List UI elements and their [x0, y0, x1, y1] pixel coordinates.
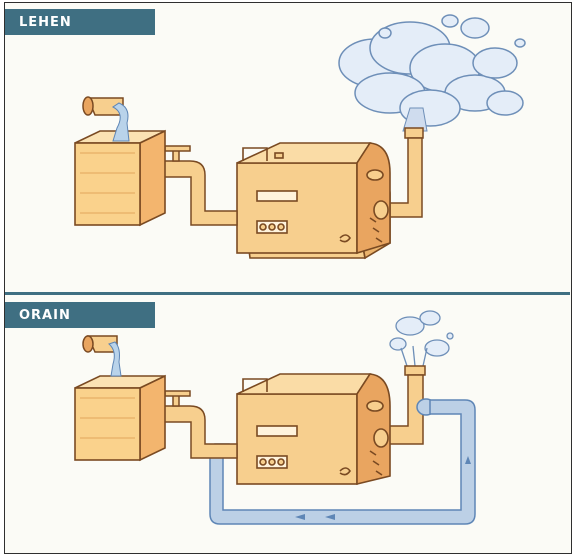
tap-icon-orain — [165, 391, 190, 406]
tap-icon — [165, 146, 190, 161]
panel-lehen: LEHEN — [5, 3, 570, 290]
steam-small — [390, 311, 453, 366]
panel-orain: ORAIN — [5, 296, 570, 551]
water-tank-orain — [75, 376, 165, 460]
heating-machine-orain — [237, 374, 390, 484]
diagram-lehen — [5, 3, 570, 290]
steam-cloud — [339, 15, 525, 126]
panel-divider — [5, 292, 570, 295]
heating-machine — [237, 143, 390, 258]
water-tank — [75, 131, 165, 225]
diagram-orain — [5, 296, 570, 551]
water-supply-orain — [83, 336, 121, 376]
